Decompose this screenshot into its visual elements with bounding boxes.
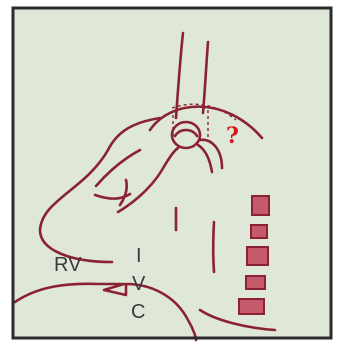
label-ivc-c: C — [131, 301, 145, 323]
label-ivc-i: I — [136, 245, 142, 267]
vertebra-1 — [252, 196, 269, 215]
label-rv: RV — [54, 254, 82, 276]
vertebra-5 — [239, 299, 264, 314]
vertebra-3 — [247, 247, 268, 265]
question-mark: ? — [226, 123, 239, 149]
ivc-right-line — [213, 222, 214, 272]
vertebra-2 — [251, 225, 267, 238]
label-ivc-v: V — [132, 273, 146, 295]
diagram-background — [13, 8, 331, 338]
vertebra-4 — [246, 276, 265, 289]
